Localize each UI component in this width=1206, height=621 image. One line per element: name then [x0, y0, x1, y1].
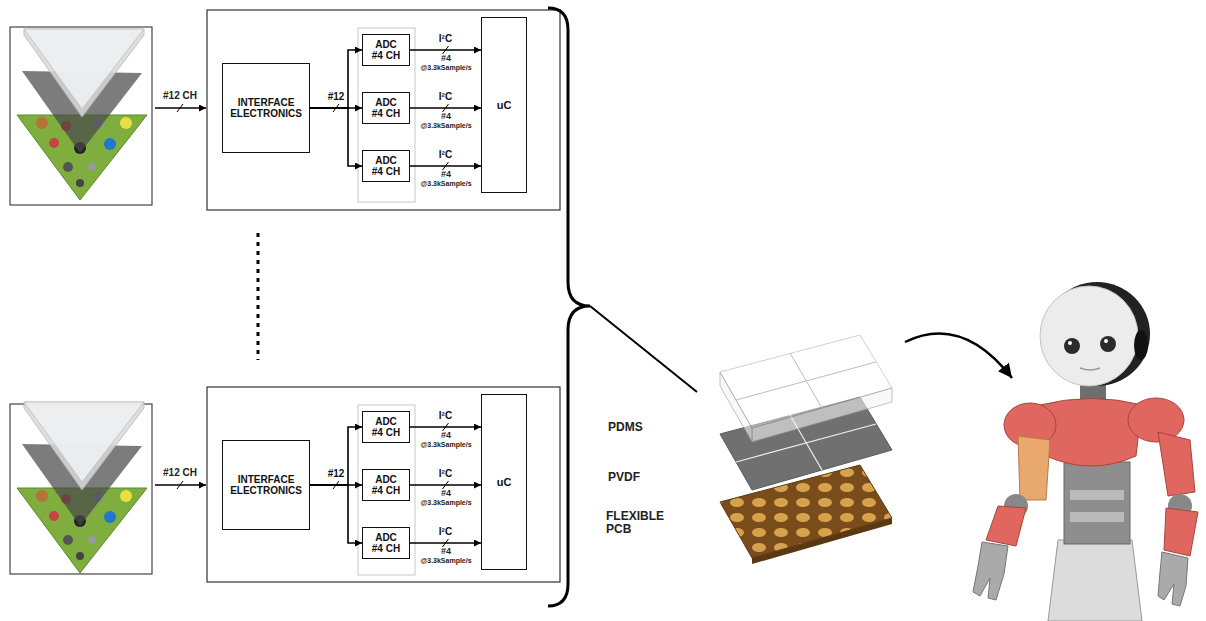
channel-count: #12 CH	[163, 467, 197, 478]
bus-arrow	[310, 427, 362, 485]
sample-rate: @3.3kSample/s	[420, 122, 471, 130]
bus-slash	[443, 162, 449, 170]
bus-slash	[443, 104, 449, 112]
microcontroller-box: uC	[481, 17, 527, 193]
sensor-frame	[10, 27, 152, 205]
bus-label: I²C	[438, 468, 453, 479]
box-label: INTERFACE ELECTRONICS	[227, 474, 305, 497]
box-label: INTERFACE ELECTRONICS	[227, 97, 305, 120]
adc-box: ADC #4 CH	[362, 411, 410, 443]
interface-box: INTERFACE ELECTRONICS	[222, 440, 310, 530]
leader-line	[590, 306, 697, 392]
box-label: uC	[497, 476, 512, 489]
curved-arrow	[905, 333, 1012, 378]
sample-rate: @3.3kSample/s	[420, 64, 471, 72]
bus-width: #4	[441, 54, 451, 64]
bus-label: I²C	[438, 33, 453, 44]
bus-width: #4	[441, 112, 451, 122]
box-label: ADC #4 CH	[369, 474, 403, 497]
sample-rate: @3.3kSample/s	[420, 180, 471, 188]
layer-name: PVDF	[608, 471, 640, 484]
adc-box: ADC #4 CH	[362, 469, 410, 501]
interface-box: INTERFACE ELECTRONICS	[222, 63, 310, 153]
curly-brace	[548, 8, 590, 606]
microcontroller-box: uC	[481, 394, 527, 570]
sample-rate: @3.3kSample/s	[420, 499, 471, 507]
channel-count: #12 CH	[163, 90, 197, 101]
bus-slash	[177, 104, 183, 112]
bus-slash	[443, 46, 449, 54]
bus-label: I²C	[438, 149, 453, 160]
bus-slash	[443, 539, 449, 547]
box-label: ADC #4 CH	[369, 39, 403, 62]
ellipsis-line	[257, 233, 260, 360]
bus-width: #4	[441, 170, 451, 180]
bus-slash	[177, 481, 183, 489]
box-label: ADC #4 CH	[369, 97, 403, 120]
board-frame	[207, 10, 560, 210]
box-label: ADC #4 CH	[369, 416, 403, 439]
robot-illustration	[973, 282, 1198, 621]
box-label: ADC #4 CH	[369, 532, 403, 555]
board-frame	[207, 387, 560, 582]
box-label: ADC #4 CH	[369, 155, 403, 178]
bus-arrow	[310, 485, 362, 543]
bus-arrow	[310, 50, 362, 108]
bus-width: #4	[441, 489, 451, 499]
bus-arrow	[310, 108, 362, 166]
bus-width: #4	[441, 547, 451, 557]
bus-label: I²C	[438, 526, 453, 537]
bus-label: I²C	[438, 410, 453, 421]
bus-label: #12	[327, 468, 346, 479]
sample-rate: @3.3kSample/s	[420, 557, 471, 565]
bus-width: #4	[441, 431, 451, 441]
sensor-illustration	[17, 29, 147, 200]
sensor-illustration	[17, 402, 147, 573]
skin-patch	[720, 335, 892, 564]
adc-group	[358, 405, 415, 575]
layer-name: FLEXIBLE PCB	[606, 510, 670, 536]
adc-box: ADC #4 CH	[362, 34, 410, 66]
bus-label: I²C	[438, 91, 453, 102]
adc-box: ADC #4 CH	[362, 527, 410, 559]
bus-slash	[443, 481, 449, 489]
bus-label: #12	[327, 91, 346, 102]
box-label: uC	[497, 99, 512, 112]
adc-box: ADC #4 CH	[362, 150, 410, 182]
layer-name: PDMS	[608, 421, 643, 434]
bus-slash	[443, 423, 449, 431]
adc-group	[358, 28, 415, 202]
sample-rate: @3.3kSample/s	[420, 441, 471, 449]
adc-box: ADC #4 CH	[362, 92, 410, 124]
